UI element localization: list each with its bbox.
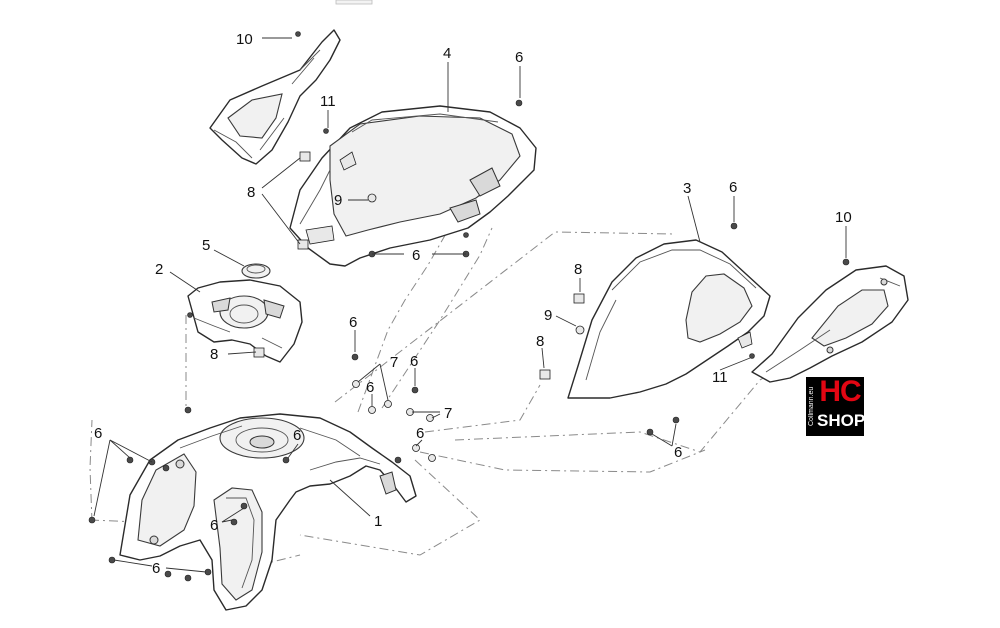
part-10-side-bracket-right	[751, 265, 909, 383]
screw	[88, 516, 96, 524]
part-2-dash-cover	[187, 279, 303, 363]
screw	[184, 574, 192, 582]
callout-7: 7	[390, 354, 398, 371]
callout-1: 1	[374, 513, 382, 530]
callout-9-right: 9	[544, 307, 552, 324]
callout-9-left: 9	[334, 192, 342, 209]
screw	[295, 31, 301, 37]
clip	[573, 293, 585, 304]
callout-10-left: 10	[236, 31, 253, 48]
screw	[463, 232, 469, 238]
logo-shop-text: SHOP	[817, 411, 866, 430]
clip	[426, 414, 434, 422]
screw	[187, 312, 193, 318]
callout-6: 6	[366, 379, 374, 396]
screw	[184, 406, 192, 414]
top-edge-tab	[335, 0, 373, 5]
callout-3: 3	[683, 180, 691, 197]
callout-6: 6	[293, 427, 301, 444]
screw	[672, 416, 680, 424]
callout-8: 8	[536, 333, 544, 350]
callout-8: 8	[574, 261, 582, 278]
screw	[323, 128, 329, 134]
screw	[162, 464, 170, 472]
screw	[515, 99, 523, 107]
clip	[253, 347, 265, 358]
callout-10-right: 10	[835, 209, 852, 226]
clip	[297, 239, 309, 250]
callout-6: 6	[674, 444, 682, 461]
clip	[384, 400, 392, 408]
clip	[367, 193, 377, 203]
callout-8: 8	[210, 346, 218, 363]
callout-4: 4	[443, 45, 451, 62]
leader-lines	[93, 37, 847, 573]
part-3-right-side-panel	[567, 239, 771, 399]
callout-2: 2	[155, 261, 163, 278]
callout-11-right: 11	[712, 369, 728, 386]
screw	[126, 456, 134, 464]
logo-side-text: Collmann.eu	[808, 386, 815, 427]
clip	[539, 369, 551, 380]
callout-6: 6	[410, 353, 418, 370]
screw	[646, 428, 654, 436]
screw	[282, 456, 290, 464]
screw	[240, 502, 248, 510]
clip	[368, 406, 376, 414]
logo-hc-text: HC	[819, 375, 861, 408]
part-1-main-tank-cover	[119, 413, 417, 611]
callout-6: 6	[152, 560, 160, 577]
callout-6: 6	[210, 517, 218, 534]
clip	[412, 444, 420, 452]
screw	[411, 386, 419, 394]
screw	[730, 222, 738, 230]
callout-5: 5	[202, 237, 210, 254]
clip	[428, 454, 436, 462]
callout-6: 6	[412, 247, 420, 264]
clip	[575, 325, 585, 335]
assembly-lines	[89, 217, 806, 571]
callout-11-left: 11	[320, 93, 336, 110]
callout-6: 6	[94, 425, 102, 442]
callout-labels: 10 4 6 11 8 9 6 5 2 8 6 7 6 6 7 6 6 6 1 …	[94, 31, 852, 577]
callout-6: 6	[515, 49, 523, 66]
hardware	[88, 31, 850, 582]
clip	[352, 380, 360, 388]
screw	[842, 258, 850, 266]
callout-6: 6	[349, 314, 357, 331]
callout-6: 6	[729, 179, 737, 196]
screw	[230, 518, 238, 526]
part-10-side-bracket-left	[209, 29, 341, 165]
screw	[164, 570, 172, 578]
hc-shop-logo: Collmann.eu HC SHOP	[806, 375, 866, 436]
callout-6: 6	[416, 425, 424, 442]
clip	[299, 151, 311, 162]
part-5-cap	[241, 263, 271, 279]
screw	[394, 456, 402, 464]
part-4-upper-cover	[289, 105, 537, 267]
screw	[749, 353, 755, 359]
callout-8: 8	[247, 184, 255, 201]
screw	[351, 353, 359, 361]
callout-7: 7	[444, 405, 452, 422]
